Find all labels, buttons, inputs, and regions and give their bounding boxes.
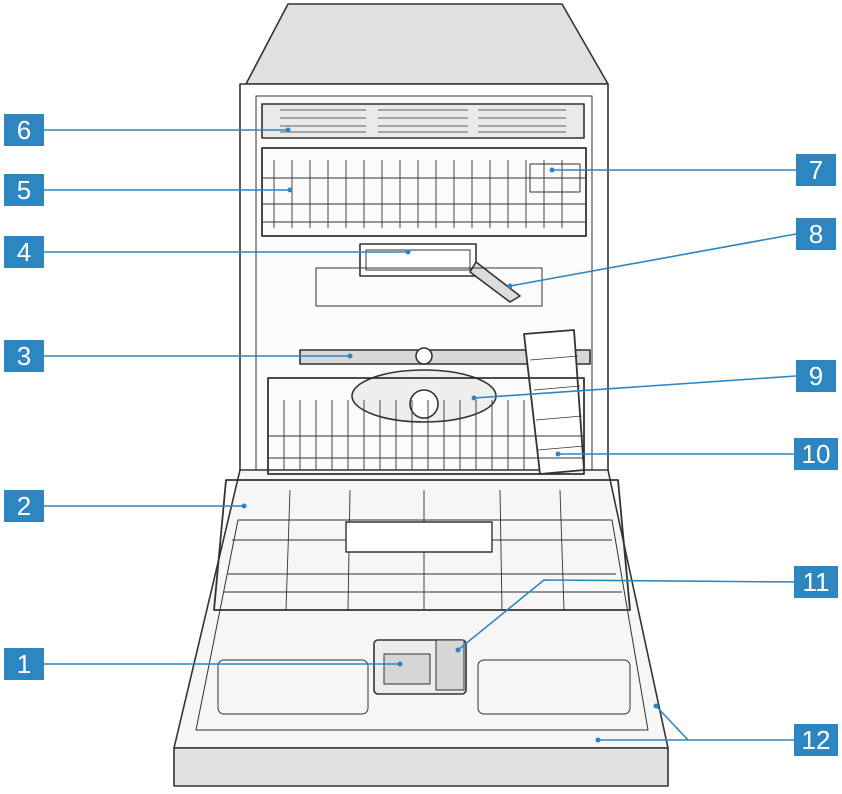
door-panel (174, 470, 668, 748)
callout-7: 7 (796, 154, 836, 186)
callout-2: 2 (4, 490, 44, 522)
door-rack-bar (346, 522, 492, 552)
detergent-compartment (384, 654, 430, 684)
leader-line-12-a (656, 706, 796, 740)
callout-9: 9 (796, 360, 836, 392)
callout-1: 1 (4, 648, 44, 680)
rinse-aid-dispenser (436, 640, 464, 690)
callout-6: 6 (4, 114, 44, 146)
door-bottom-edge (174, 748, 668, 786)
callout-3: 3 (4, 340, 44, 372)
callout-12: 12 (794, 724, 838, 756)
upper-spray-arm (360, 244, 476, 276)
callout-11: 11 (794, 566, 838, 598)
worktop-panel (246, 4, 608, 84)
cutlery-tray (262, 104, 584, 138)
callout-4: 4 (4, 236, 44, 268)
callout-5: 5 (4, 174, 44, 206)
lower-spray-arm-hub (416, 348, 432, 364)
callout-8: 8 (796, 218, 836, 250)
callout-10: 10 (794, 438, 838, 470)
filter-center (410, 390, 438, 418)
